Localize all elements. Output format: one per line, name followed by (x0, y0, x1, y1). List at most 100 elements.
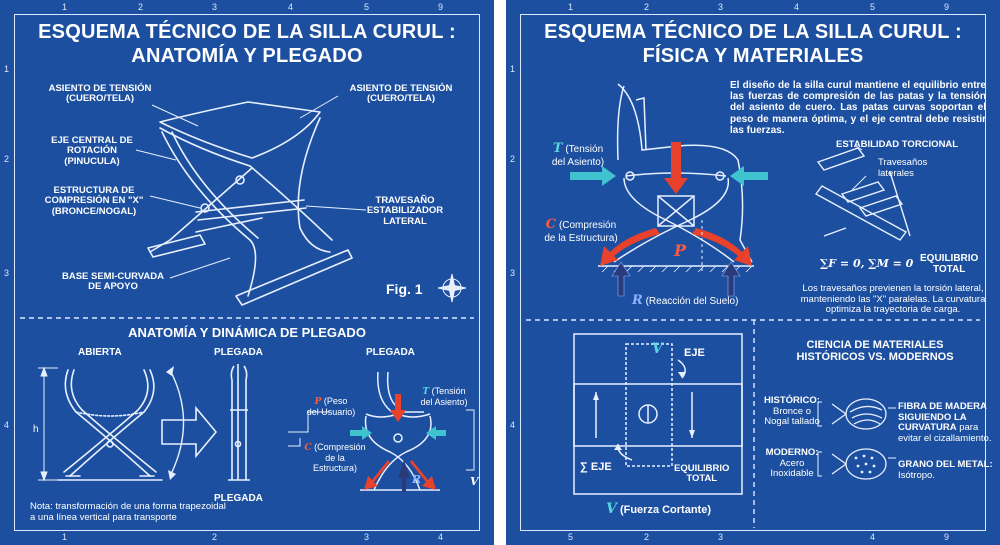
ruler-top-3: 3 (718, 2, 724, 12)
ruler-left-1: 1 (4, 64, 10, 74)
ruler-left-2: 2 (4, 154, 10, 164)
label-folded-2: PLEGADA (366, 347, 415, 358)
panel-anatomy: 1 2 3 4 5 9 1 2 3 4 1 2 3 4 ESQUEMA TÉCN… (0, 0, 494, 545)
materials-title: CIENCIA DE MATERIALES HISTÓRICOS VS. MOD… (796, 339, 954, 363)
crossbar (195, 199, 307, 221)
ruler-left-4: 4 (510, 420, 516, 430)
historic-block: HISTÓRICO:Bronce o Nogal tallado (764, 395, 820, 428)
label-eje-bottom: ∑ EJE (580, 461, 612, 473)
leader-base (169, 257, 231, 279)
metal-block: GRANO DEL METAL:Isótropo. (898, 459, 993, 481)
force-arrows-cyan (350, 426, 446, 440)
label-c-force: C (Compresión de la Estructura) (304, 442, 366, 474)
leader-axis (135, 149, 177, 161)
label-v-force: V (470, 475, 479, 488)
ruler-left-3: 3 (510, 268, 516, 278)
section-title: ANATOMÍA Y DINÁMICA DE PLEGADO (128, 325, 366, 340)
force-arrows-red (364, 394, 436, 490)
ruler-top-5: 5 (364, 2, 370, 12)
ruler-left-2: 2 (510, 154, 516, 164)
label-r-force: R (Reacción del Suelo) (632, 293, 739, 308)
compass-icon (437, 273, 467, 303)
force-arrows-cyan (570, 166, 768, 186)
frame-border (520, 14, 986, 531)
torsion-bars (814, 147, 911, 241)
ruler-top-1: 1 (62, 2, 68, 12)
open-pivot (106, 440, 114, 448)
leg-front-a-inner (171, 131, 259, 239)
figure-label: Fig. 1 (386, 281, 423, 297)
metal-dots (854, 454, 876, 474)
crossbar-low (195, 217, 263, 233)
label-crossbars: Travesaños laterales (878, 157, 928, 179)
ruler-bottom-3: 3 (364, 532, 370, 542)
fold-arc-arrow (169, 369, 185, 473)
torsion-leaders (851, 145, 867, 191)
ruler-left-3: 3 (4, 268, 10, 278)
ruler-top-5: 5 (870, 2, 876, 12)
material-brackets (817, 401, 896, 477)
open-leg-b-inner (63, 369, 149, 473)
force-arrows-red (600, 142, 752, 266)
ruler-top-2: 2 (644, 2, 650, 12)
page-title-line2: FÍSICA Y MATERIALES (642, 45, 864, 67)
intro-paragraph: El diseño de la silla curul mantiene el … (730, 80, 986, 136)
height-dimension (38, 366, 58, 482)
open-leg-a-inner (70, 369, 157, 473)
force-arrows-reaction (611, 261, 741, 297)
base-right (235, 249, 353, 306)
label-v-top: V (652, 341, 663, 357)
label-eje-top: EJE (684, 347, 705, 359)
label-p-force: P (674, 241, 687, 260)
ruler-bottom-4: 4 (870, 532, 876, 542)
seat-shape (159, 101, 321, 159)
ruler-bottom-4: 4 (438, 532, 444, 542)
leader-seat-right (299, 95, 339, 119)
ruler-bottom-3: 3 (718, 532, 724, 542)
torsion-text: Los travesaños previenen la torsión late… (800, 283, 986, 316)
ruler-top-3: 3 (212, 2, 218, 12)
page-title-line1: ESQUEMA TÉCNICO DE LA SILLA CURUL : (544, 21, 962, 43)
ruler-top-6: 9 (944, 2, 950, 12)
leader-structure (149, 195, 201, 209)
label-seat-right: ASIENTO DE TENSIÓN (CUERO/TELA) (349, 83, 453, 105)
folding-note: Nota: transformación de una forma trapez… (30, 501, 226, 523)
ruler-bottom-1: 1 (62, 532, 68, 542)
page-title-line2: ANATOMÍA Y PLEGADO (131, 45, 363, 67)
ruler-top-4: 4 (288, 2, 294, 12)
label-torsion: ESTABILIDAD TORCIONAL (836, 139, 959, 150)
label-c-force: C (Compresión de la Estructura) (544, 217, 618, 244)
folded-chair (228, 364, 250, 481)
label-seat-left: ASIENTO DE TENSIÓN (CUERO/TELA) (48, 83, 152, 105)
seat-edge (159, 127, 251, 167)
ruler-top-2: 2 (138, 2, 144, 12)
leg-back-a (297, 117, 331, 253)
leg-front-b (149, 167, 253, 253)
ruler-left-4: 4 (4, 420, 10, 430)
label-base: BASE SEMI-CURVADA DE APOYO (61, 271, 165, 293)
label-r-force: R (412, 473, 422, 486)
label-central-axis: EJE CENTRAL DE ROTACIÓN (PINUCULA) (51, 135, 133, 167)
fold-transform-arrow (161, 405, 218, 459)
leader-crossbar (305, 205, 367, 211)
frame-border (14, 14, 480, 531)
ruler-bottom-2: 2 (212, 532, 218, 542)
ruler-top-4: 4 (794, 2, 800, 12)
physics-drawing (526, 83, 980, 528)
ruler-bottom-5: 9 (944, 532, 950, 542)
leg-back-b (249, 165, 333, 241)
ruler-top-1: 1 (568, 2, 574, 12)
pivot-circle (200, 203, 210, 213)
modern-block: MODERNO:Acero Inoxidable (765, 447, 819, 480)
panel-physics: 1 2 3 4 5 9 1 2 3 4 5 2 3 4 9 ESQUEMA TÉ… (506, 0, 1000, 545)
open-seat (75, 411, 145, 417)
metal-grain-icon (831, 448, 887, 480)
pivot-circle-2 (235, 175, 245, 185)
anatomy-drawing (20, 95, 475, 492)
label-crossbar: TRAVESAÑO ESTABILIZADOR LATERAL (366, 195, 444, 227)
ruler-top-6: 9 (438, 2, 444, 12)
shear-arrowheads (593, 372, 695, 450)
force-leaders (288, 409, 475, 471)
page-title-line1: ESQUEMA TÉCNICO DE LA SILLA CURUL : (38, 21, 456, 43)
force-arrow-r (398, 460, 410, 492)
